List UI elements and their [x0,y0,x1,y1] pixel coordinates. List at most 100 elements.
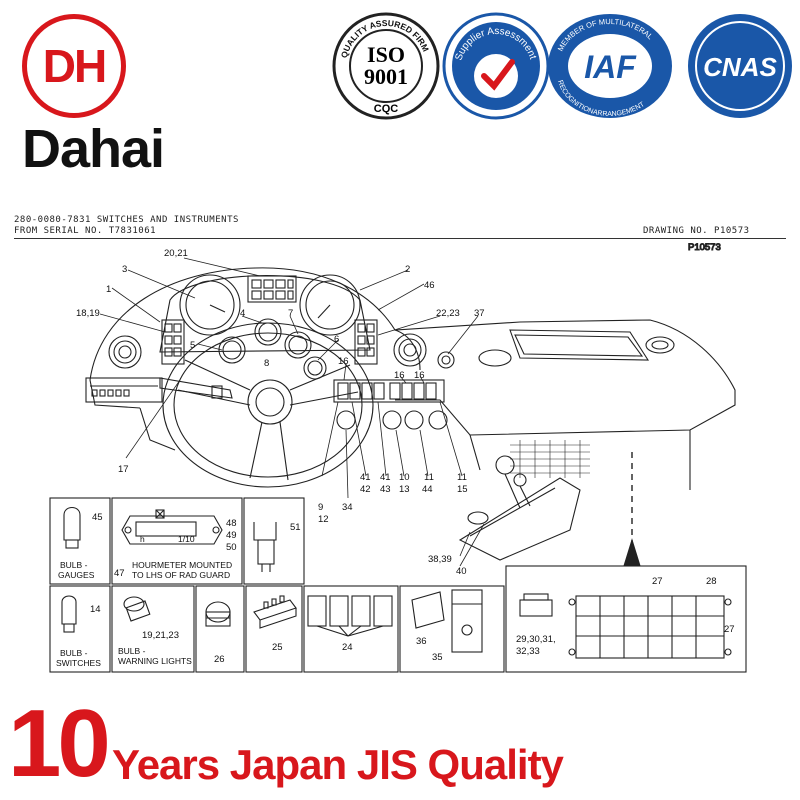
iaf-badge: MEMBER OF MULTILATERAL RECOGNITIONARRANG… [545,10,675,122]
callout: 16 [414,370,425,381]
left-switch-column [161,319,185,365]
callout: 20,21 [164,248,188,259]
callout: 46 [424,280,435,291]
bulb-switches-inset: 14 BULB - SWITCHES [56,595,101,668]
center-switch-bank [333,379,448,430]
small-gauge-6 [303,356,327,380]
callout: 12 [318,514,329,525]
callout: 11 [424,472,434,483]
caption: 1/10 [178,534,195,544]
brand-name: Dahai [22,119,165,179]
drawing-serial: FROM SERIAL NO. T7831061 [14,226,157,236]
shift-console [458,455,581,561]
callout: 14 [90,604,101,615]
caption: HOURMETER MOUNTED [132,560,232,570]
far-right-vent [645,336,675,354]
bulb-gauges-inset: 45 BULB - GAUGES [58,506,103,580]
drawing-ref: P10573 [688,242,721,253]
caption: SWITCHES [56,658,101,668]
right-switch-column [354,319,378,365]
footer-slogan: Years Japan JIS Quality [112,741,564,788]
callout: 35 [432,652,443,663]
callout-numbers: 20,21 3 2 46 1 18,19 4 7 22,23 37 5 8 6 … [76,248,485,577]
cnas-main: CNAS [703,52,777,82]
callout: 43 [380,484,391,495]
callout: 22,23 [436,308,460,319]
callout: 48 [226,518,237,529]
callout: 45 [92,512,103,523]
callout: 13 [399,484,410,495]
callout: 4 [240,308,245,319]
callout: 36 [416,636,427,647]
callout: 51 [290,522,301,533]
dh-logo: DH [22,14,126,118]
radio-unit [85,377,163,403]
bulb-warning-inset: 19,21,23 BULB - WARNING LIGHTS [118,596,192,666]
iso-sub: 9001 [364,64,408,89]
switch-set-inset: 24 [307,595,393,653]
leader-lines [99,257,485,567]
fuse-inset: 29,30,31, 32,33 [516,593,556,657]
turn-signal-stalk [159,377,233,399]
iso-main: ISO [367,42,405,67]
callout: 49 [226,530,237,541]
caption: h [140,534,145,544]
section-arrow-icon [623,538,641,567]
callout: 27 [724,624,735,635]
callout: 26 [214,654,225,665]
left-vent [108,335,142,369]
iso-bottom: CQC [374,103,399,115]
relay-inset: 51 [253,522,301,572]
callout: 16 [338,356,349,367]
small-gauge-5 [218,336,246,364]
callout: 29,30,31, [516,634,556,645]
fuse-block-inset: 25 [253,595,297,653]
hourmeter-inset: h 1/10 48 49 50 47 HOURMETER MOUNTED TO … [114,509,237,580]
callout: 41 [360,472,371,483]
small-gauge-7 [284,331,312,359]
iaf-main: IAF [584,49,637,85]
fuse-panel-inset: 27 28 27 [568,576,735,659]
callout: 44 [422,484,433,495]
callout: 24 [342,642,353,653]
callout: 17 [118,464,129,475]
caption: WARNING LIGHTS [118,656,192,666]
callout: 5 [190,340,195,351]
floor-grid [510,440,590,478]
caption: GAUGES [58,570,95,580]
callout: 37 [474,308,485,319]
footer-years-number: 10 [8,690,111,797]
switches-instruments-diagram: P10573 [49,241,747,673]
callout: 38,39 [428,554,452,565]
callout: 8 [264,358,269,369]
warning-light-panel [247,275,297,303]
logo-text: DH [42,40,107,92]
callout: 25 [272,642,283,653]
drawing-number: DRAWING NO. P10573 [643,226,750,236]
callout: 34 [342,502,353,513]
checkmark-icon [481,59,515,91]
callout: 16 [394,370,405,381]
right-vent [393,333,427,367]
inset-panels [49,497,747,673]
caption: TO LHS OF RAD GUARD [132,570,230,580]
callout: 3 [122,264,127,275]
callout: 2 [405,264,410,275]
dashboard-outline [89,267,736,490]
header-rule [14,238,786,239]
rail-inset: 36 35 [411,589,483,663]
callout: 19,21,23 [142,630,179,641]
caption: BULB - [118,646,146,656]
callout: 18,19 [76,308,100,319]
speedometer-gauge [299,274,361,336]
callout: 28 [706,576,717,587]
callout: 15 [457,484,468,495]
drawing-title: 280-0080-7831 SWITCHES AND INSTRUMENTS [14,215,239,225]
callout: 50 [226,542,237,553]
iso-9001-badge: QUALITY ASSURED FIRM ISO 9001 CQC [330,10,442,122]
cnas-badge: CNAS [684,10,796,122]
callout: 47 [114,568,125,579]
callout: 11 [457,472,467,483]
callout: 7 [288,308,293,319]
callout: 6 [334,334,339,345]
